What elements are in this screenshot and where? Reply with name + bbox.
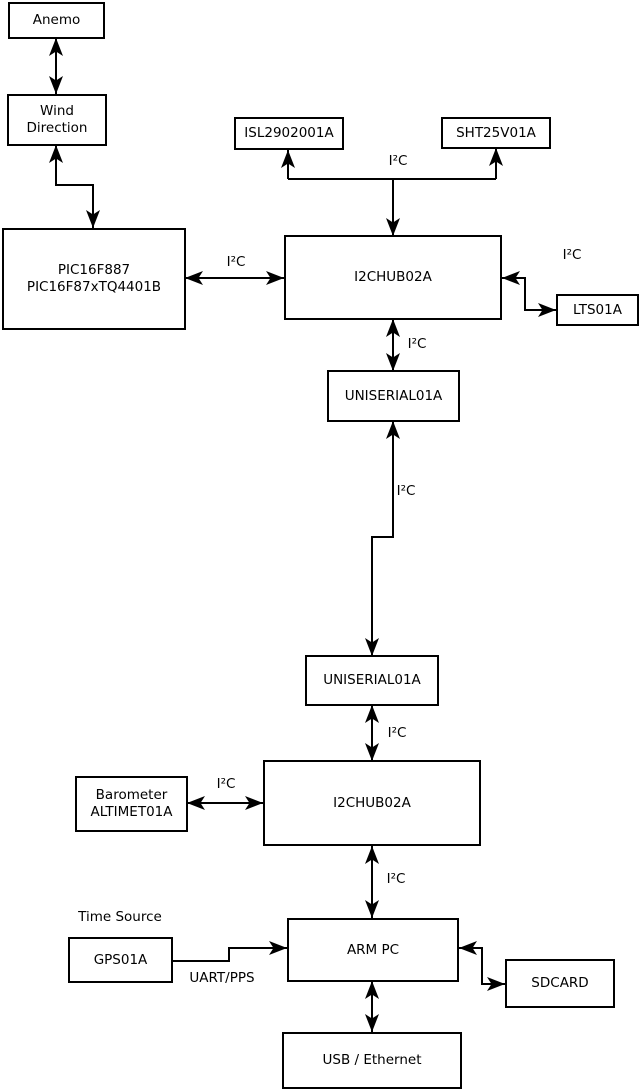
hub2-label: I2CHUB02A xyxy=(333,794,411,811)
box-anemo: Anemo xyxy=(8,2,105,39)
box-isl2902001a: ISL2902001A xyxy=(234,117,344,150)
box-gps01a: GPS01A xyxy=(68,937,173,983)
sdcard-label: SDCARD xyxy=(531,975,589,991)
barometer-label-line1: Barometer xyxy=(95,787,168,803)
i2c-label-hub1-uniserial: I²C xyxy=(407,336,427,352)
box-lts01a: LTS01A xyxy=(556,294,639,326)
time-source-label: Time Source xyxy=(78,909,162,925)
box-usb-ethernet: USB / Ethernet xyxy=(282,1032,462,1089)
sht-label: SHT25V01A xyxy=(456,124,536,141)
uniserial2-label: UNISERIAL01A xyxy=(323,672,421,688)
box-barometer-altimet01a: Barometer ALTIMET01A xyxy=(75,776,188,832)
connector-armpc-sdcard xyxy=(459,941,505,991)
i2c-label-pic-hub1: I²C xyxy=(226,254,246,270)
connector-hub1-lts xyxy=(502,271,556,317)
box-i2chub02a-lower: I2CHUB02A xyxy=(263,760,481,846)
isl-label: ISL2902001A xyxy=(244,125,334,141)
anemo-label: Anemo xyxy=(32,12,81,28)
usb-label: USB / Ethernet xyxy=(322,1052,422,1068)
i2c-label-hub2-armpc: I²C xyxy=(386,871,406,887)
box-i2chub02a-upper: I2CHUB02A xyxy=(284,235,502,320)
hub1-label: I2CHUB02A xyxy=(354,269,432,285)
armpc-label: ARM PC xyxy=(346,941,400,958)
barometer-label-line2: ALTIMET01A xyxy=(90,804,173,820)
wind-direction-label-line1: Wind xyxy=(40,103,74,119)
box-arm-pc: ARM PC xyxy=(287,918,459,982)
i2c-label-barometer: I²C xyxy=(216,776,236,792)
i2c-label-uniserial-hub2: I²C xyxy=(387,725,407,741)
box-uniserial01a-lower: UNISERIAL01A xyxy=(305,655,439,706)
gps-label: GPS01A xyxy=(93,951,148,968)
i2c-label-lts: I²C xyxy=(562,247,582,263)
wind-direction-label-line2: Direction xyxy=(26,120,88,136)
connector-uniserial1-uniserial2 xyxy=(365,421,400,656)
pic-label-line1: PIC16F887 xyxy=(57,262,131,278)
uart-pps-label: UART/PPS xyxy=(189,970,255,986)
box-uniserial01a-upper: UNISERIAL01A xyxy=(327,370,460,422)
pic-label-line2: PIC16F87xTQ4401B xyxy=(26,279,162,295)
box-sdcard: SDCARD xyxy=(505,959,615,1008)
box-pic16f887: PIC16F887 PIC16F87xTQ4401B xyxy=(2,228,186,330)
connector-gps-armpc xyxy=(172,941,287,962)
i2c-label-uniserial-link: I²C xyxy=(396,483,416,499)
uniserial1-label: UNISERIAL01A xyxy=(344,387,443,404)
box-wind-direction: Wind Direction xyxy=(7,94,107,146)
i2c-label-sensor-bus: I²C xyxy=(388,153,408,169)
connector-wind-pic xyxy=(49,145,100,228)
lts-label: LTS01A xyxy=(573,301,622,318)
box-sht25v01a: SHT25V01A xyxy=(441,117,551,149)
